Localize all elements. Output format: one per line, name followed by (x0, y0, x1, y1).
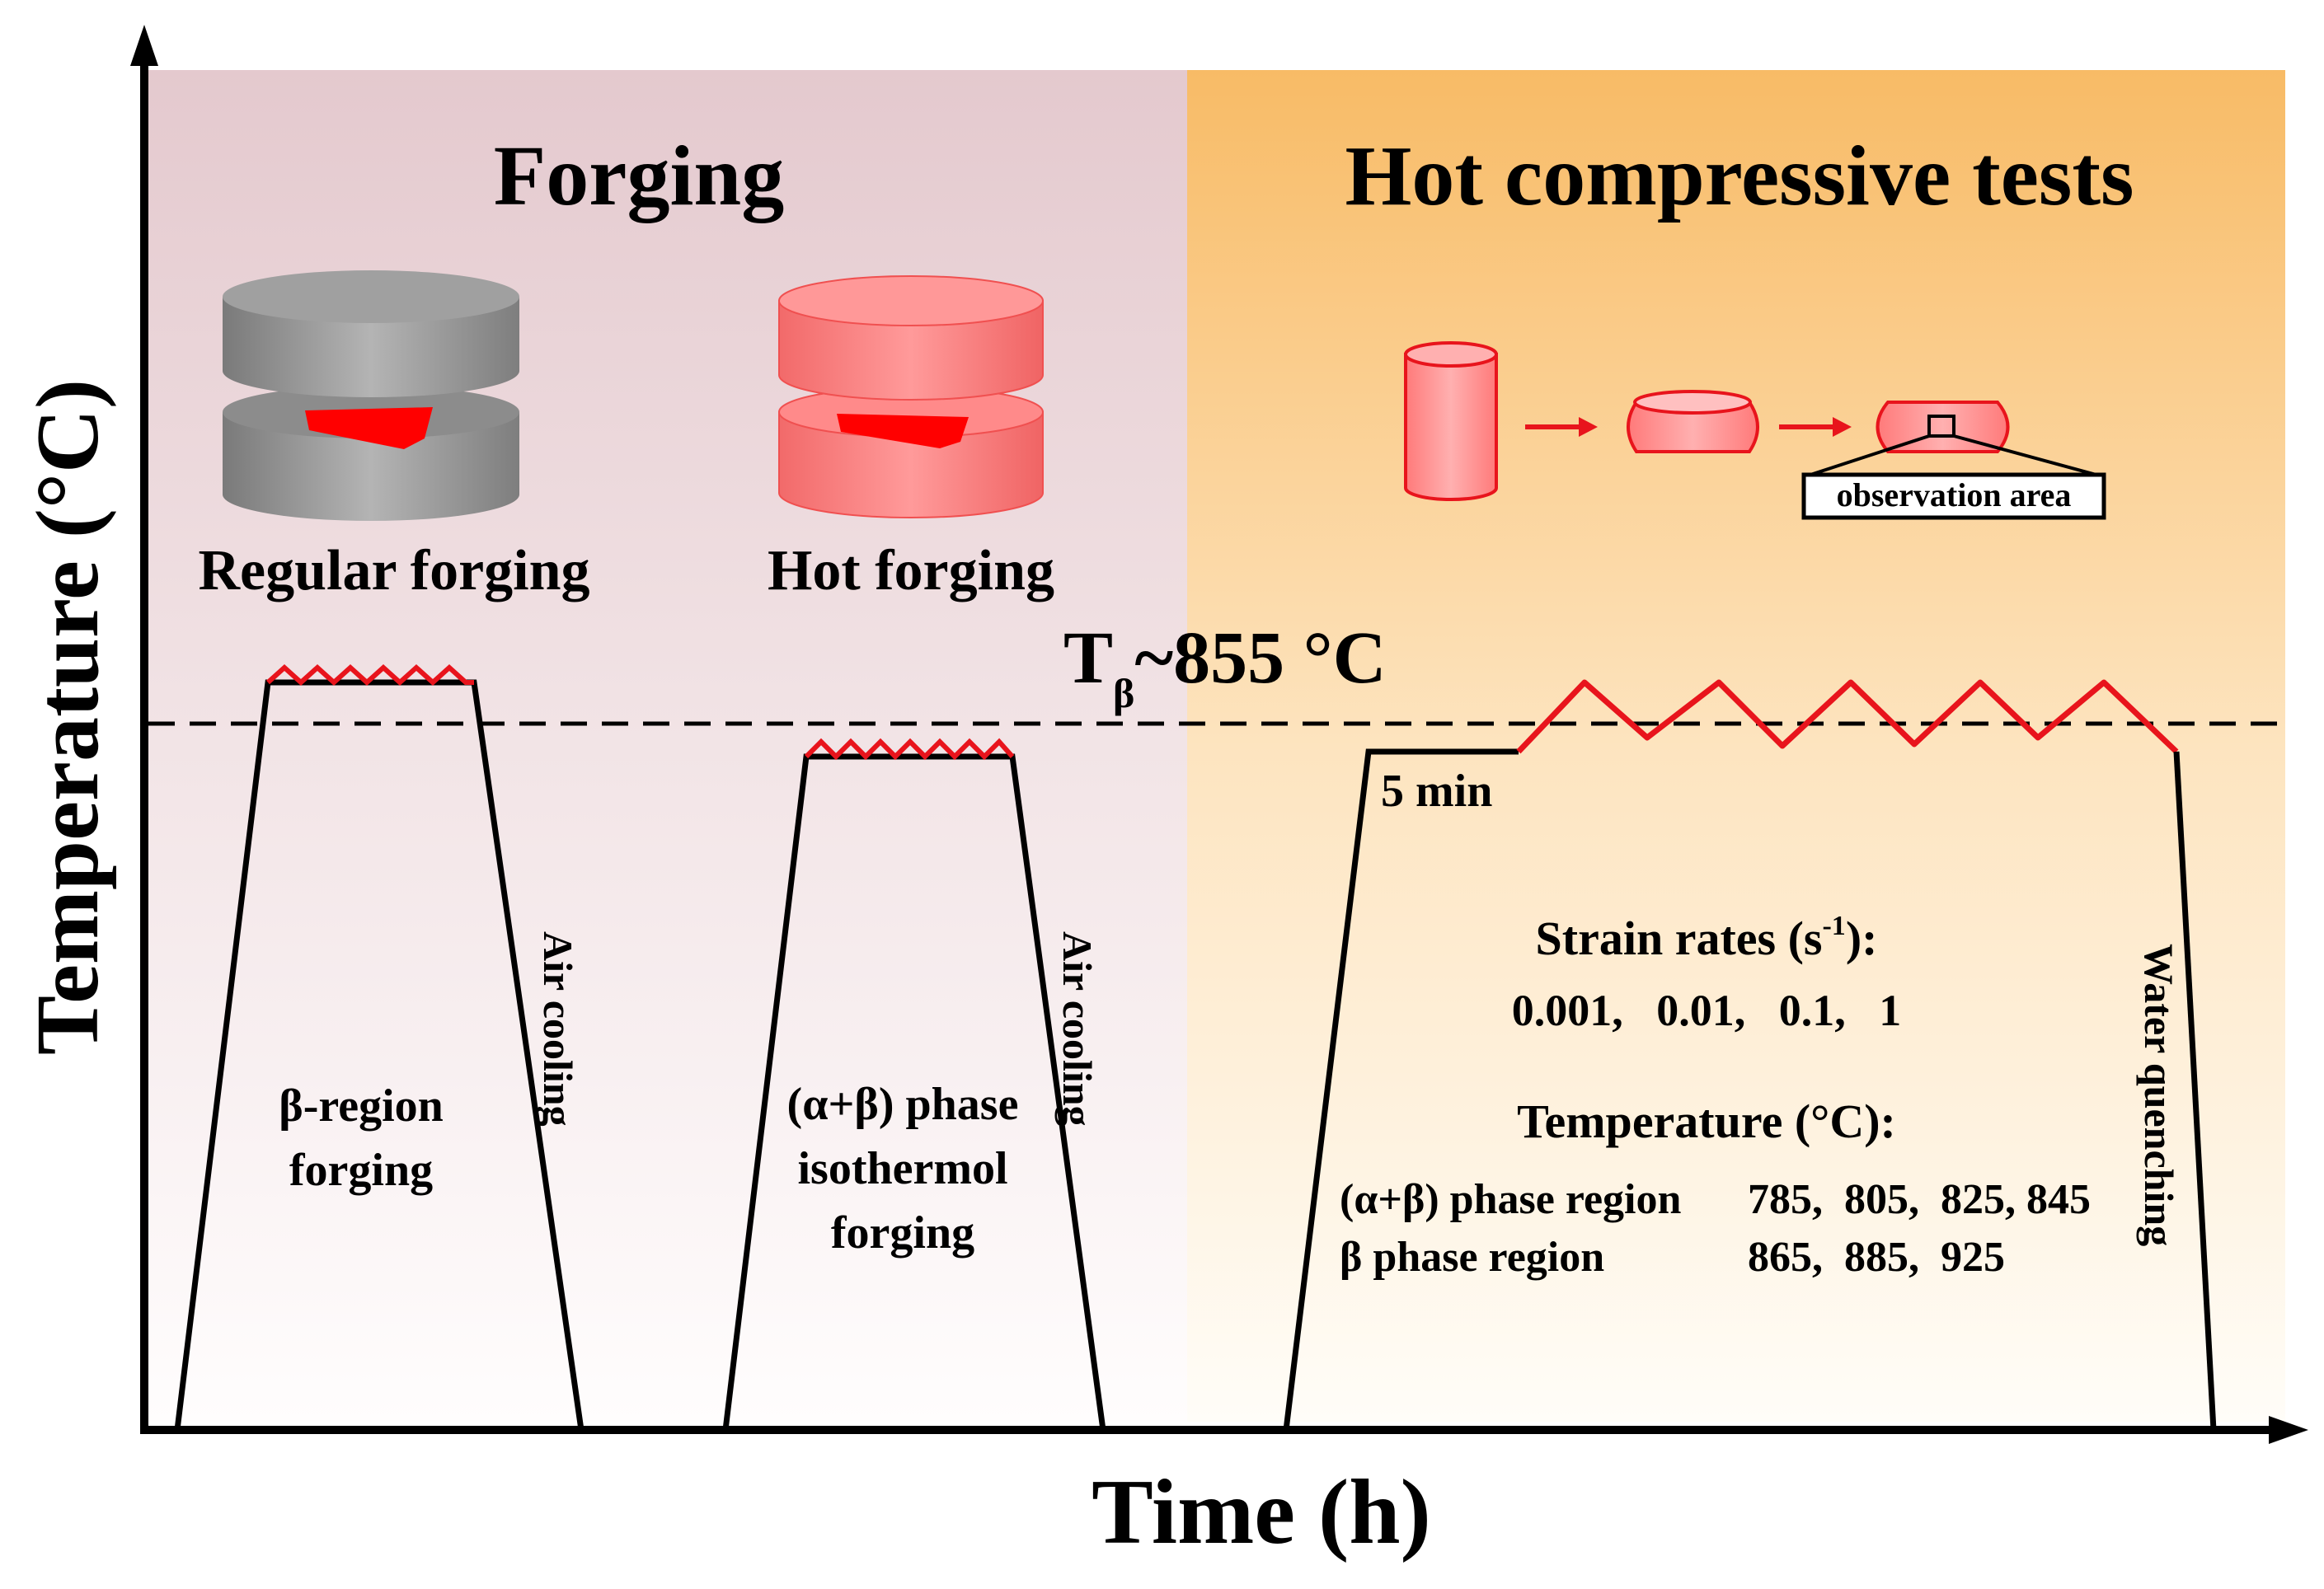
compression-background (1187, 70, 2285, 1422)
x-axis-arrow (2269, 1416, 2308, 1444)
beta-forging-zigzag (265, 663, 474, 687)
air-cooling-label-1: Air cooling (535, 931, 581, 1127)
observation-label-box (1801, 472, 2106, 520)
ab-forging-zigzag (804, 738, 1015, 761)
sectioned-sample-icon (1876, 401, 2010, 453)
water-quenching-label: Water quenching (2136, 944, 2182, 1246)
axes (130, 25, 2308, 1444)
b-region-label: β phase region (1340, 1234, 1604, 1281)
ab-forging-curve (722, 753, 1106, 1431)
ab-forging-label-2: isothermol (797, 1143, 1007, 1194)
arrow-right-icon (1833, 417, 1852, 437)
ab-region-label: (α+β) phase region (1340, 1176, 1682, 1223)
beta-forging-label-1: β-region (279, 1080, 444, 1132)
hold-time-label: 5 min (1381, 766, 1492, 817)
strain-rates-title: Strain rates (s-1): (1536, 911, 1878, 965)
compression-zigzag (1516, 679, 2179, 754)
water-quench-line (2173, 751, 2217, 1431)
forging-background (148, 70, 1187, 1422)
forging-title: Forging (494, 129, 784, 223)
regular-forging-die-icon (223, 270, 519, 521)
hot-forging-label: Hot forging (768, 539, 1054, 602)
cylinder-sample-icon (1404, 353, 1498, 501)
temperature-title: Temperature (°C): (1517, 1094, 1896, 1148)
compression-title: Hot compressive tests (1345, 129, 2134, 223)
ab-forging-label-1: (α+β) phase (787, 1079, 1019, 1130)
compression-curve (1283, 748, 1519, 1431)
y-axis-arrow (130, 25, 158, 66)
x-axis-label: Time (h) (1092, 1461, 1431, 1563)
strain-rates-values: 0.001, 0.01, 0.1, 1 (1512, 986, 1902, 1035)
arrow-right-icon (1579, 417, 1598, 437)
beta-transus-label: Tβ~855 °C (1063, 617, 1387, 716)
y-axis-label: Temperature (°C) (19, 379, 117, 1055)
observation-marker-icon (1927, 415, 1955, 438)
observation-label: observation area (1837, 476, 2072, 513)
beta-forging-label-2: forging (289, 1145, 433, 1196)
compressed-sample-icon (1627, 401, 1759, 453)
b-region-values: 865, 885, 925 (1748, 1234, 2005, 1281)
regular-forging-label: Regular forging (198, 539, 589, 602)
regular-forging-workpiece (305, 407, 433, 449)
compression-sample-icons (1404, 341, 2106, 520)
hot-forging-workpiece (837, 414, 969, 448)
beta-forging-curve (174, 679, 585, 1431)
ab-forging-label-3: forging (831, 1207, 974, 1259)
ab-region-values: 785, 805, 825, 845 (1748, 1176, 2091, 1223)
hot-forging-die-icon (778, 275, 1044, 518)
air-cooling-label-2: Air cooling (1054, 931, 1101, 1127)
